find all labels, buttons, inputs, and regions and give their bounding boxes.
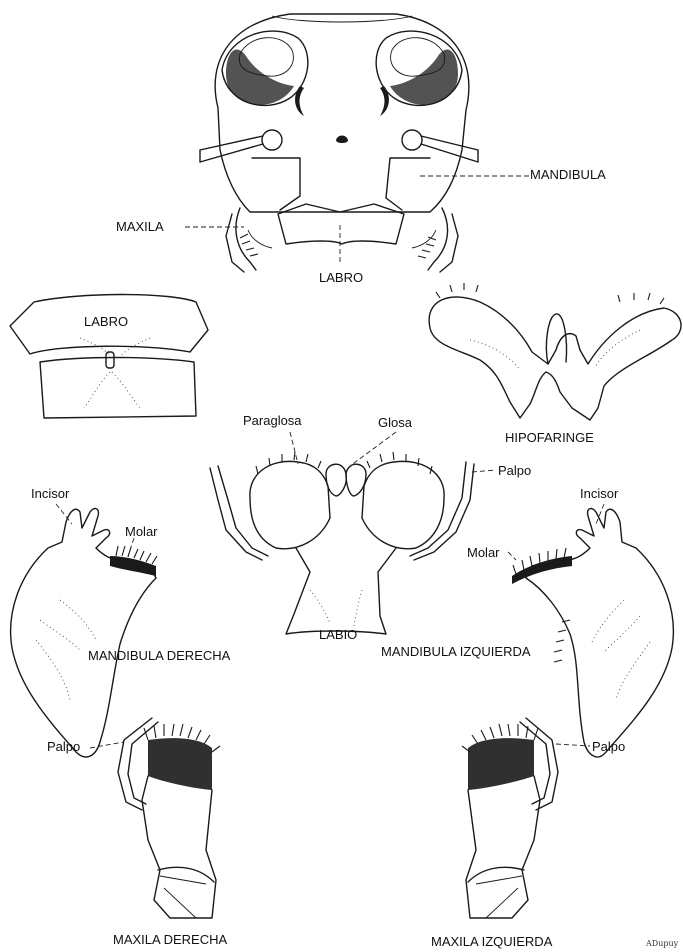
label-incisor-right: Incisor <box>580 486 618 501</box>
label-incisor-left: Incisor <box>31 486 69 501</box>
label-mandibula-izquierda: MANDIBULA IZQUIERDA <box>381 644 531 659</box>
label-palpo-right: Palpo <box>592 739 625 754</box>
label-labio: LABIO <box>319 627 357 642</box>
label-palpo-left: Palpo <box>47 739 80 754</box>
molar-right-leader <box>508 552 516 560</box>
label-maxila-izquierda: MAXILA IZQUIERDA <box>431 934 552 949</box>
left-mandible-drawing <box>512 509 673 757</box>
palpo-left-leader <box>90 742 124 748</box>
label-labro: LABRO <box>84 314 128 329</box>
molar-left-leader <box>128 538 134 556</box>
label-maxila-derecha: MAXILA DERECHA <box>113 932 227 947</box>
label-mandibula: MANDIBULA <box>530 167 606 182</box>
left-eye-facets <box>226 50 294 105</box>
right-eye-facets <box>390 50 458 105</box>
labium-drawing <box>210 452 474 634</box>
label-labro-head: LABRO <box>319 270 363 285</box>
right-maxilla-drawing <box>118 718 220 918</box>
label-paraglosa: Paraglosa <box>243 413 302 428</box>
label-palpo-labio: Palpo <box>498 463 531 478</box>
hypopharynx-drawing <box>429 283 681 420</box>
left-maxilla-drawing <box>462 718 558 918</box>
glosa-leader <box>350 432 396 466</box>
artist-signature: ADupuy <box>646 936 678 951</box>
right-mandible-drawing <box>11 509 157 757</box>
head-frontal-view <box>200 14 478 272</box>
palpo-labio-leader <box>472 470 496 472</box>
label-maxila: MAXILA <box>116 219 164 234</box>
label-mandibula-derecha: MANDIBULA DERECHA <box>88 648 230 663</box>
label-molar-right: Molar <box>467 545 500 560</box>
label-hipofaringe: HIPOFARINGE <box>505 430 594 445</box>
label-molar-left: Molar <box>125 524 158 539</box>
label-glosa: Glosa <box>378 415 412 430</box>
